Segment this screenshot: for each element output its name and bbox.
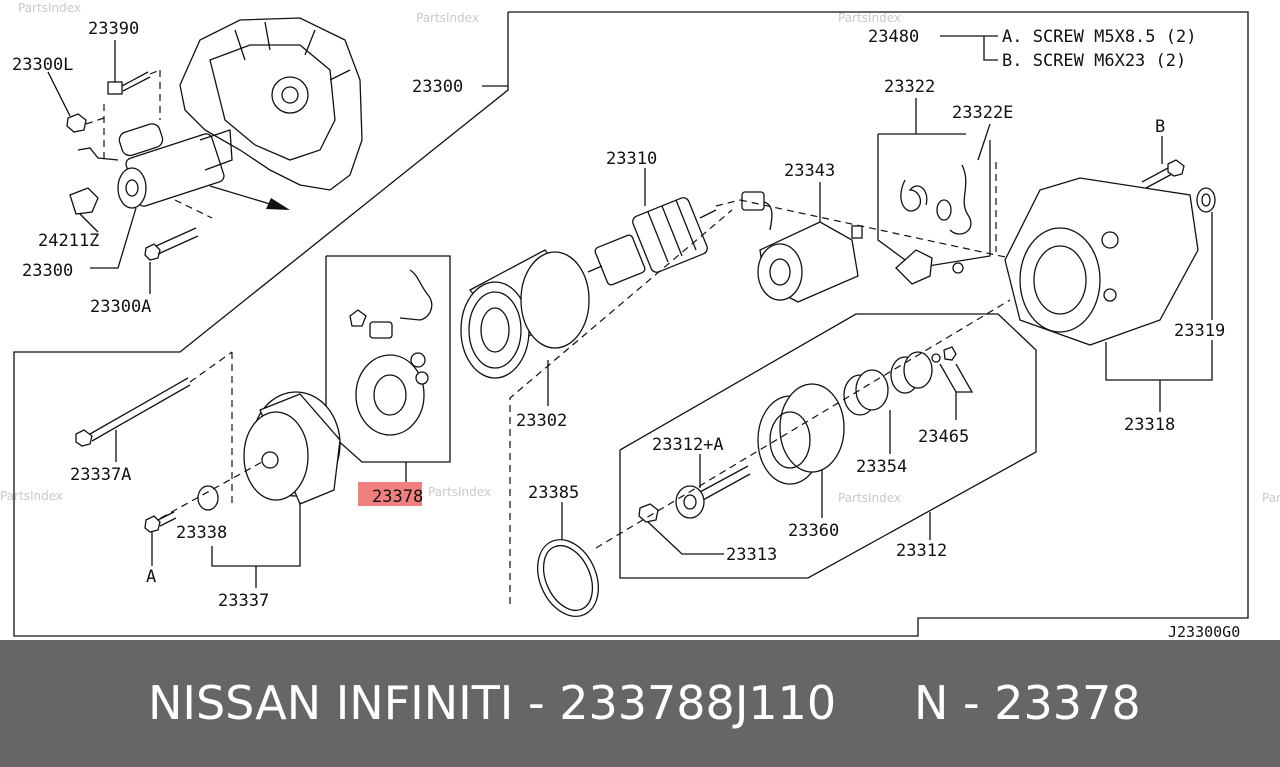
harness-clip-24211Z [69, 147, 119, 215]
cap-23338 [197, 485, 219, 511]
assembly-outline-frame [13, 11, 1249, 637]
label-23300L: 23300L [12, 55, 73, 75]
label-23302: 23302 [516, 411, 567, 431]
leader-23480-b [983, 36, 998, 61]
diagram-code: J23300G0 [1168, 623, 1240, 640]
watermark-mid-left: PartsIndex [0, 489, 63, 503]
label-23480: 23480 [868, 27, 919, 47]
leader-23322E [977, 123, 991, 161]
nut-23313 [638, 503, 659, 523]
label-letter-b: B [1155, 117, 1165, 137]
rear-cover-23337 [243, 391, 341, 505]
label-23310: 23310 [606, 149, 657, 169]
screw-a-cover [144, 511, 177, 533]
washers-23465 [931, 346, 957, 363]
watermark-right-edge: PartsIndex [1262, 491, 1280, 505]
label-23390: 23390 [88, 19, 139, 39]
dash-23338 [149, 461, 263, 525]
housing-23318 [1004, 177, 1199, 346]
dash-23310 [715, 199, 741, 207]
bracket-23465 [939, 363, 974, 393]
spring-23354 [843, 369, 889, 416]
label-23322: 23322 [884, 77, 935, 97]
label-screw-a: A. SCREW M5X8.5 (2) [1002, 27, 1196, 47]
bolt-23390 [107, 71, 151, 95]
label-23378: 23378 [372, 487, 423, 507]
dash-left-yoke [509, 209, 733, 604]
bolt-b-housing [1141, 159, 1185, 189]
dash-axis-top [739, 199, 1011, 259]
label-23343: 23343 [784, 161, 835, 181]
yoke-23302 [460, 249, 590, 379]
starter-motor-installed [117, 123, 233, 209]
o-ring-23385 [537, 539, 599, 617]
install-arrow-head [266, 198, 290, 210]
clutch-23360 [757, 383, 845, 485]
label-screw-b: B. SCREW M6X23 (2) [1002, 51, 1186, 71]
label-23312A: 23312+A [652, 435, 724, 455]
part-number-caption: NISSAN INFINITI - 233788J110 [148, 676, 837, 730]
label-letter-a: A [146, 567, 156, 587]
spring-clip-23322 [895, 179, 952, 285]
label-23300A: 23300A [90, 297, 151, 317]
label-24211Z: 24211Z [38, 231, 99, 251]
dash-axis-mid [595, 299, 1011, 549]
label-23300-top: 23300 [412, 77, 463, 97]
engine-block-sketch [179, 17, 363, 191]
label-23354: 23354 [856, 457, 907, 477]
highlight-23378 [358, 482, 422, 506]
brush-holder-23378 [349, 269, 433, 436]
shaft-23312A [675, 465, 751, 519]
dash-23390 [149, 69, 161, 75]
leader-23313 [647, 521, 724, 555]
watermark-top-left: PartsIndex [18, 1, 81, 15]
label-23318: 23318 [1124, 415, 1175, 435]
dash-23300L [85, 117, 105, 125]
dash-23337A [189, 351, 233, 383]
label-23319: 23319 [1174, 321, 1225, 341]
armature-23310 [587, 197, 717, 286]
leader-24211Z [79, 213, 99, 233]
install-arrow-line [209, 185, 271, 205]
solenoid-23343 [741, 191, 863, 303]
bolt-23300A [144, 227, 199, 261]
outline-23322 [877, 134, 991, 269]
dash-23300A [174, 199, 213, 219]
label-23313: 23313 [726, 545, 777, 565]
label-23312: 23312 [896, 541, 947, 561]
leader-23300-left [90, 207, 137, 269]
label-23360: 23360 [788, 521, 839, 541]
bushing-23319 [1196, 187, 1216, 213]
label-23322E: 23322E [952, 103, 1013, 123]
watermark-top-center: PartsIndex [416, 11, 479, 25]
label-23385: 23385 [528, 483, 579, 503]
leader-23300L [47, 71, 71, 117]
watermark-mid-right: PartsIndex [838, 491, 901, 505]
watermark-top-right: PartsIndex [838, 11, 901, 25]
watermark-mid-center: PartsIndex [428, 485, 491, 499]
caption-bar: NISSAN INFINITI - 233788J110 N - 23378 [0, 640, 1280, 767]
through-bolt-23337A [75, 377, 191, 447]
pinion-gear [890, 351, 933, 394]
label-23337A: 23337A [70, 465, 131, 485]
label-23465: 23465 [918, 427, 969, 447]
parts-diagram: PartsIndex PartsIndex PartsIndex PartsIn… [0, 1, 1280, 640]
label-23300-left: 23300 [22, 261, 73, 281]
reference-number-caption: N - 23378 [914, 676, 1141, 730]
label-23337: 23337 [218, 591, 269, 611]
outline-23312 [619, 313, 1037, 579]
brush-spring-23322E [949, 164, 972, 274]
label-23338: 23338 [176, 523, 227, 543]
bracket-23318 [1105, 340, 1213, 381]
nut-23300L [66, 113, 87, 133]
